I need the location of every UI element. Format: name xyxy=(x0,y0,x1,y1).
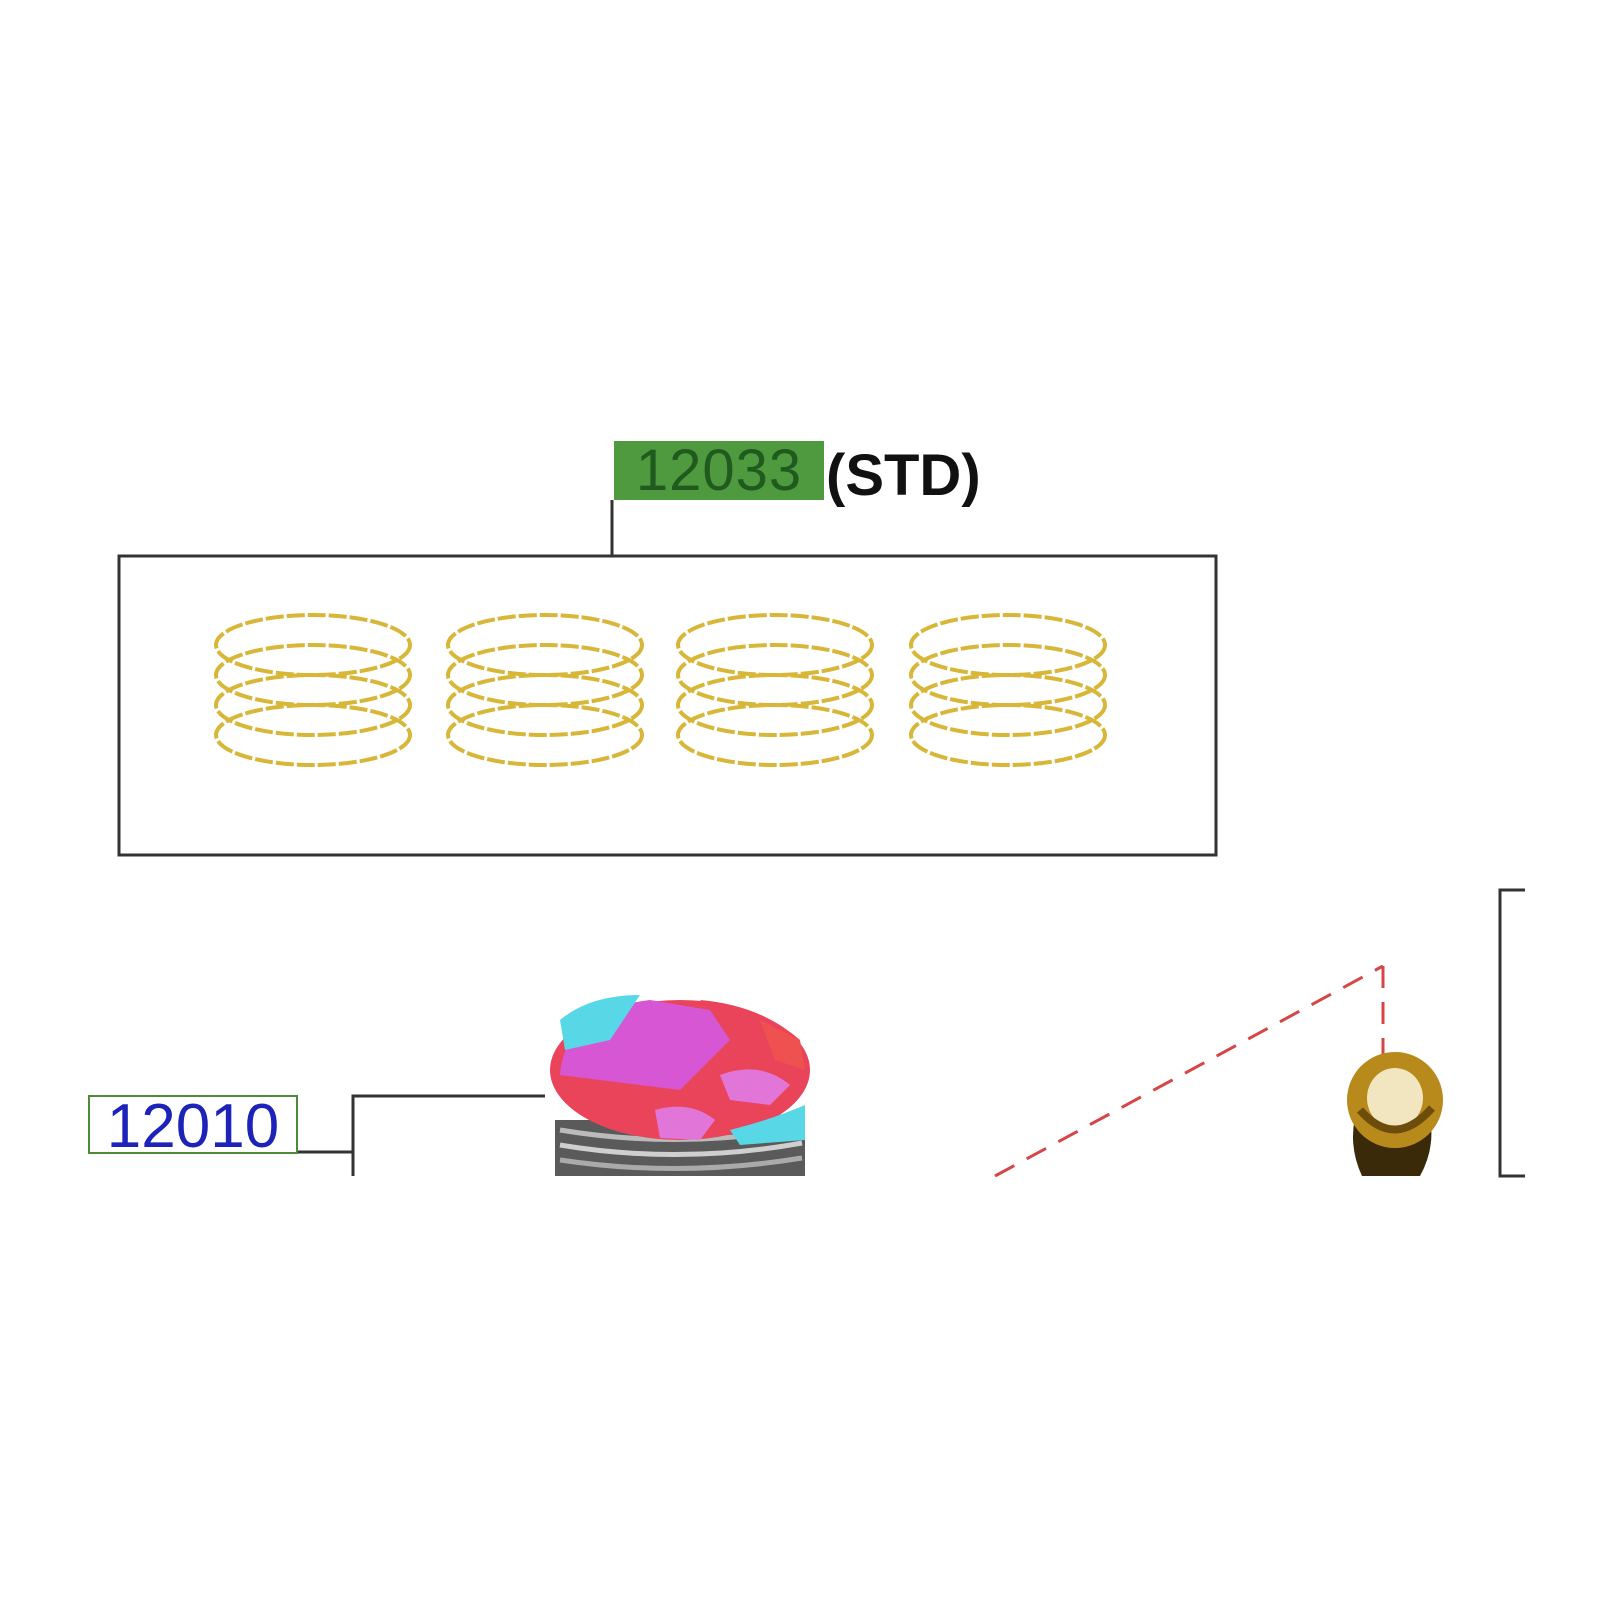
ring-set-1 xyxy=(214,613,412,767)
ring-set-size-label: (STD) xyxy=(826,443,981,508)
piston-ring xyxy=(676,673,874,737)
ring-set-frame xyxy=(117,554,1218,857)
pin-path-dashed-line xyxy=(994,964,1385,1178)
ring-set-2 xyxy=(446,613,644,767)
piston-part-number: 12010 xyxy=(88,1095,298,1158)
piston-leader-line xyxy=(298,1094,545,1176)
piston-ring xyxy=(214,673,412,737)
ring-sets xyxy=(214,613,1107,767)
piston-ring xyxy=(909,673,1107,737)
ring-set-3 xyxy=(676,613,874,767)
piston-image xyxy=(550,995,810,1176)
piston-pin-bushing-image xyxy=(1347,1052,1443,1176)
ring-set-part-number: 12033 xyxy=(614,441,824,500)
piston-ring xyxy=(909,703,1107,767)
right-bracket xyxy=(1498,888,1525,1178)
piston-ring xyxy=(446,703,644,767)
ring-set-4 xyxy=(909,613,1107,767)
piston-ring xyxy=(214,703,412,767)
piston-ring xyxy=(446,673,644,737)
piston-ring xyxy=(676,703,874,767)
